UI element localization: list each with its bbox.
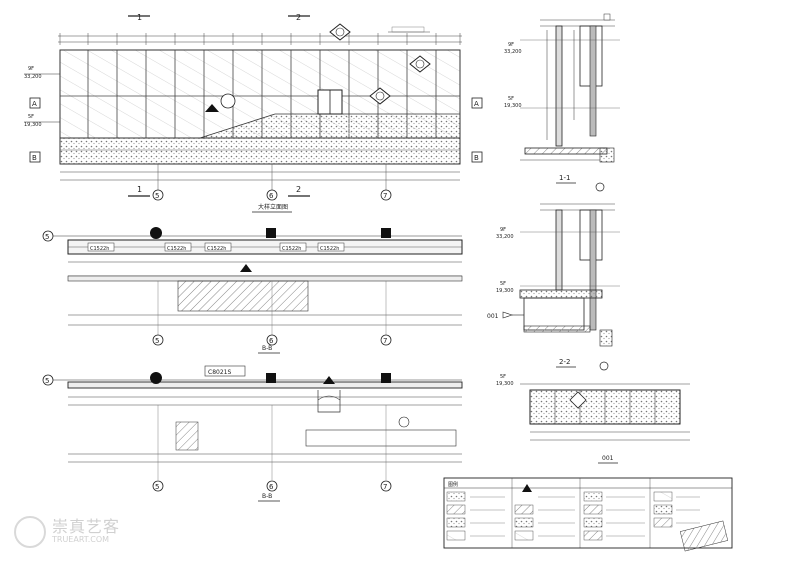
- plan-lower-title: B-B: [262, 493, 272, 500]
- elevation-level-marks: 9F 33,200 5F 19,300: [24, 66, 60, 128]
- legend-title: 图例: [448, 481, 458, 488]
- detail-001-title: 001: [602, 455, 614, 462]
- svg-text:5F: 5F: [500, 374, 506, 380]
- svg-text:19,300: 19,300: [24, 122, 42, 128]
- window-tag: C1522h: [282, 246, 301, 252]
- svg-text:5F: 5F: [508, 96, 514, 102]
- svg-text:9F: 9F: [500, 227, 506, 233]
- grid-row-a: A: [32, 100, 37, 108]
- svg-text:6: 6: [269, 483, 274, 491]
- svg-text:33,200: 33,200: [504, 49, 522, 55]
- svg-text:33,200: 33,200: [496, 234, 514, 240]
- svg-text:5: 5: [155, 483, 159, 491]
- section-marks-bottom: 1 2: [128, 185, 310, 197]
- svg-text:2: 2: [296, 185, 301, 194]
- plan-bb-axis-label: 5: [45, 233, 49, 241]
- svg-text:19,300: 19,300: [496, 381, 514, 387]
- elevation-tag-2: [409, 55, 431, 73]
- section-2-2-title: 2-2: [559, 358, 570, 366]
- window-tag: C1522h: [207, 246, 226, 252]
- svg-text:5F: 5F: [28, 114, 34, 120]
- svg-text:33,200: 33,200: [24, 74, 42, 80]
- svg-text:5: 5: [45, 377, 49, 385]
- section-1-1-title: 1-1: [559, 174, 570, 182]
- elevation-axes: 5 6 7: [152, 189, 392, 201]
- plan-lower-tag: C8021S: [208, 369, 231, 376]
- section-1-1-view: 9F 33,200 5F 19,300 1-1: [504, 13, 620, 192]
- legend-table: 图例: [443, 477, 733, 552]
- column-square-marker: [266, 228, 276, 238]
- svg-text:9F: 9F: [508, 42, 514, 48]
- section-2-2-tag: 001: [487, 313, 499, 320]
- section-mark-2-top: 2: [288, 13, 310, 22]
- section-mark-1-top: 1: [128, 13, 150, 22]
- axis-6: 6: [269, 192, 274, 200]
- axis-5: 5: [155, 192, 159, 200]
- svg-text:19,300: 19,300: [504, 103, 522, 109]
- svg-text:5F: 5F: [500, 281, 506, 287]
- section-2-2-view: 9F 33,200 5F 19,300 001 2-2: [487, 203, 620, 371]
- plan-bb-title: B-B: [262, 345, 272, 352]
- svg-text:B: B: [474, 154, 479, 162]
- svg-text:9F: 9F: [28, 66, 34, 72]
- svg-text:6: 6: [269, 337, 274, 345]
- svg-text:7: 7: [383, 337, 387, 345]
- svg-text:7: 7: [383, 483, 387, 491]
- elevation-tag-4: [205, 93, 236, 112]
- plan-bb-window-tags: C1522h C1522h C1522h C1522h C1522h: [87, 242, 345, 252]
- section-mark-label: 2: [296, 13, 301, 22]
- svg-text:A: A: [474, 100, 479, 108]
- watermark-cn: 崇真艺客: [52, 517, 121, 537]
- elevation-tag-1: [329, 23, 351, 41]
- watermark-logo-icon: [14, 516, 46, 548]
- window-tag: C1522h: [90, 246, 109, 252]
- window-tag: C1522h: [167, 246, 186, 252]
- elevation-title: 大样立面图: [258, 203, 288, 211]
- svg-text:19,300: 19,300: [496, 288, 514, 294]
- plan-lower-view: 5 C8021S 5 6 7 B-B: [42, 365, 463, 502]
- grid-row-marks: A B A B: [29, 97, 483, 163]
- detail-001-view: 5F 19,300 001: [496, 374, 690, 464]
- legend-swatches: [446, 491, 673, 541]
- watermark: 崇真艺客 TRUEART.COM: [14, 516, 120, 548]
- elevation-tag-3: [369, 87, 391, 105]
- grid-row-b: B: [32, 154, 37, 162]
- plan-bb-view: 5 C1522h C1522h C1522h C1522h C1522h: [42, 227, 463, 354]
- window-tag: C1522h: [320, 246, 339, 252]
- column-round-marker: [150, 227, 162, 239]
- axis-7: 7: [383, 192, 387, 200]
- column-square-marker: [381, 228, 391, 238]
- svg-text:1: 1: [137, 185, 142, 194]
- svg-text:5: 5: [155, 337, 159, 345]
- watermark-en: TRUEART.COM: [52, 535, 110, 545]
- section-mark-label: 1: [137, 13, 142, 22]
- elevation-view: 1 2: [24, 13, 483, 213]
